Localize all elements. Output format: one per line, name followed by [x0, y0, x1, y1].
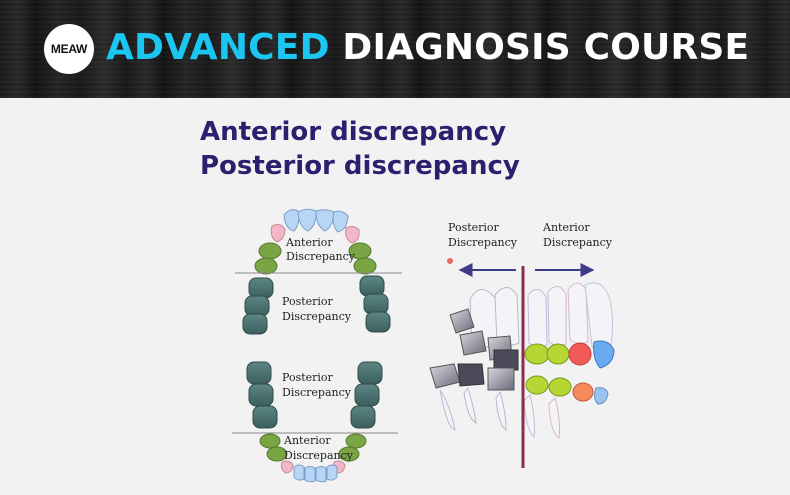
upper-incisor	[332, 210, 349, 233]
meaw-logo: MEAW	[44, 24, 94, 74]
tooth-outline	[547, 286, 567, 347]
lower-premolar	[266, 446, 288, 462]
side-premolar	[525, 375, 549, 395]
tooth-outline	[567, 282, 589, 345]
lower-premolar	[338, 446, 360, 462]
side-anterior-label-1: Anterior	[542, 221, 590, 234]
course-title-accent: ADVANCED	[106, 27, 330, 68]
posterior-tooth	[493, 349, 519, 371]
upper-canine	[270, 224, 286, 243]
posterior-tooth	[457, 363, 485, 387]
upper-premolar	[353, 257, 377, 275]
slide-area	[0, 98, 790, 495]
lower-incisor	[315, 466, 327, 483]
lower-arch: Posterior Discrepancy Anterior Discrepan…	[232, 361, 398, 483]
upper-molar	[363, 293, 389, 315]
upper-posterior-label-2: Discrepancy	[282, 310, 352, 323]
lower-molar	[350, 405, 376, 429]
slide-heading-posterior: Posterior discrepancy	[200, 151, 520, 181]
lower-incisor	[326, 464, 338, 481]
lower-molar	[248, 383, 274, 407]
lower-incisor	[293, 464, 305, 481]
lower-posterior-label-1: Posterior	[282, 371, 334, 384]
side-incisor	[593, 387, 609, 405]
tooth-outline	[439, 389, 456, 431]
upper-molar	[359, 275, 385, 297]
upper-premolar	[254, 257, 278, 275]
posterior-tooth	[459, 330, 487, 356]
tooth-outline	[523, 394, 535, 439]
side-posterior-label-1: Posterior	[448, 221, 500, 234]
upper-incisor	[315, 209, 335, 232]
side-canine	[568, 342, 592, 366]
slide-heading-anterior: Anterior discrepancy	[200, 117, 507, 147]
lower-incisor	[304, 466, 316, 483]
side-canine	[572, 382, 594, 402]
upper-molar	[248, 277, 274, 299]
posterior-tooth	[449, 308, 475, 334]
side-premolar	[524, 343, 550, 365]
course-title-rest: DIAGNOSIS COURSE	[342, 27, 750, 68]
tooth-outline	[527, 289, 548, 348]
tooth-outline	[548, 397, 560, 439]
side-incisor	[593, 340, 615, 369]
upper-incisor	[297, 208, 317, 232]
lower-posterior-label-2: Discrepancy	[282, 386, 352, 399]
lower-molar	[246, 361, 272, 385]
upper-molar	[242, 313, 268, 335]
posterior-tooth	[487, 367, 515, 391]
lower-anterior-label-2: Discrepancy	[284, 449, 354, 462]
pointer-dot	[447, 258, 453, 264]
upper-molar	[365, 311, 391, 333]
side-posterior-label-2: Discrepancy	[448, 236, 518, 249]
upper-anterior-label-2: Discrepancy	[286, 250, 356, 263]
lower-anterior-label-1: Anterior	[283, 434, 331, 447]
lower-premolar	[345, 433, 367, 449]
tooth-outline	[463, 386, 477, 424]
side-view-occlusion: Posterior Discrepancy Anterior Discrepan…	[429, 221, 615, 468]
upper-molar	[244, 295, 270, 317]
upper-arch: Anterior Discrepancy Posterior Discrepan…	[235, 208, 402, 335]
course-title: ADVANCED DIAGNOSIS COURSE	[106, 22, 749, 74]
upper-canine	[345, 225, 360, 244]
lower-molar	[354, 383, 380, 407]
upper-premolar	[258, 242, 282, 260]
side-premolar	[548, 377, 572, 397]
side-anterior-label-2: Discrepancy	[543, 236, 613, 249]
lower-molar	[252, 405, 278, 429]
lower-premolar	[259, 433, 281, 449]
upper-incisor	[283, 209, 300, 232]
side-premolar	[546, 343, 570, 365]
posterior-tooth	[429, 363, 461, 389]
upper-posterior-label-1: Posterior	[282, 295, 334, 308]
lower-molar	[357, 361, 383, 385]
tooth-outline	[495, 390, 507, 432]
lower-canine	[281, 460, 294, 474]
upper-anterior-label-1: Anterior	[285, 236, 333, 249]
header-banner: MEAW ADVANCED DIAGNOSIS COURSE	[0, 0, 790, 98]
